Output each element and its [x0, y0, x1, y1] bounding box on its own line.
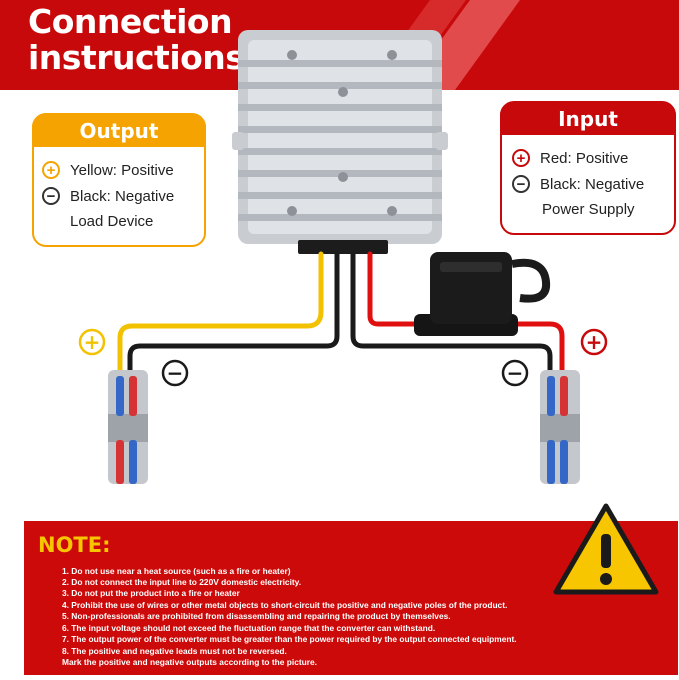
- output-row-device: Load Device: [70, 213, 153, 230]
- minus-icon: [161, 359, 189, 387]
- page-title-line2: instructions: [28, 38, 245, 77]
- input-row-positive: + Red: Positive: [512, 149, 628, 167]
- wire-connector-icon: [540, 370, 580, 484]
- plus-icon: [580, 328, 608, 356]
- input-row-supply-text: Power Supply: [542, 201, 635, 218]
- note-line: 4. Prohibit the use of wires or other me…: [62, 600, 508, 610]
- note-title: NOTE:: [38, 533, 111, 557]
- plus-icon: +: [512, 149, 530, 167]
- input-card: Input + Red: Positive − Black: Negative …: [500, 101, 676, 235]
- minus-icon: −: [42, 187, 60, 205]
- note-line: Mark the positive and negative outputs a…: [62, 657, 318, 667]
- page-title-line1: Connection: [28, 2, 233, 41]
- plus-icon: [78, 328, 106, 356]
- input-row-negative: − Black: Negative: [512, 175, 644, 193]
- note-line: 3. Do not put the product into a fire or…: [62, 588, 240, 598]
- in-minus-mark: −: [507, 361, 524, 385]
- input-row-negative-text: Black: Negative: [540, 175, 645, 193]
- note-line: 1. Do not use near a heat source (such a…: [62, 566, 291, 576]
- output-row-positive-text: Yellow: Positive: [70, 161, 174, 179]
- input-card-heading: Input: [500, 103, 676, 135]
- wire-connector-icon: [108, 370, 148, 484]
- note-line: 2. Do not connect the input line to 220V…: [62, 577, 302, 587]
- output-row-negative: − Black: Negative: [42, 187, 174, 205]
- wiring-diagram: + − − +: [78, 30, 608, 484]
- input-row-positive-text: Red: Positive: [540, 149, 629, 167]
- plus-icon: +: [42, 161, 60, 179]
- output-row-device-text: Load Device: [70, 213, 154, 230]
- input-row-supply: Power Supply: [542, 201, 635, 218]
- fuse-holder-icon: [414, 252, 551, 336]
- output-card-heading: Output: [32, 115, 206, 147]
- output-row-positive: + Yellow: Positive: [42, 161, 174, 179]
- out-minus-mark: −: [167, 361, 184, 385]
- minus-icon: −: [512, 175, 530, 193]
- note-line: 8. The positive and negative leads must …: [62, 646, 287, 656]
- note-line: 7. The output power of the converter mus…: [62, 634, 517, 644]
- output-card: Output + Yellow: Positive − Black: Negat…: [32, 113, 206, 247]
- in-plus-mark: +: [586, 330, 603, 354]
- minus-icon: [501, 359, 529, 387]
- converter-module-icon: [232, 30, 448, 254]
- note-line: 6. The input voltage should not exceed t…: [62, 623, 436, 633]
- out-plus-mark: +: [84, 330, 101, 354]
- output-row-negative-text: Black: Negative: [70, 187, 175, 205]
- note-panel: [24, 521, 678, 675]
- warning-icon: [553, 503, 659, 595]
- note-line: 5. Non-professionals are prohibited from…: [62, 611, 451, 621]
